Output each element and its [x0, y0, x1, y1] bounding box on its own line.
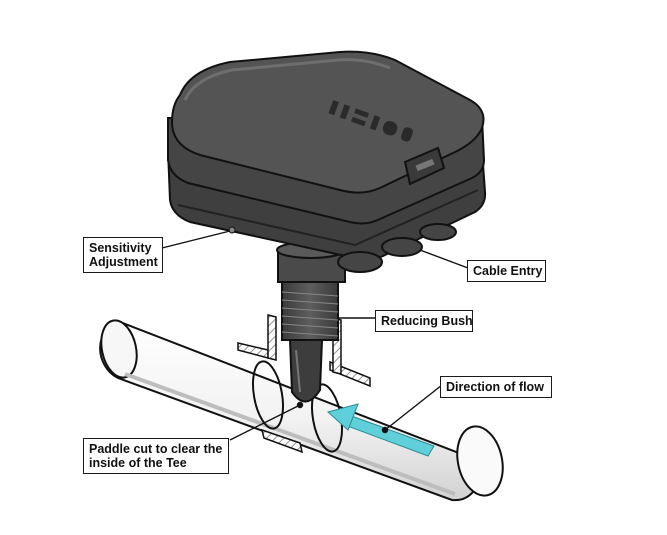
pipe-right-end [456, 425, 504, 497]
logo-icon [328, 100, 413, 142]
pipe-left-end [100, 319, 138, 379]
label-line: inside of the Tee [89, 456, 187, 470]
label-line: Direction of flow [446, 380, 544, 394]
label-cable-entry: Cable Entry [467, 260, 546, 282]
label-line: Adjustment [89, 255, 158, 269]
label-sensitivity-adjustment: Sensitivity Adjustment [83, 237, 163, 273]
arrow-left-icon [326, 403, 435, 457]
label-line: Paddle cut to clear the [89, 442, 223, 456]
cable-gland [381, 237, 423, 257]
cable-gland [337, 251, 383, 273]
sensor-housing [166, 50, 487, 273]
label-direction-of-flow: Direction of flow [440, 376, 552, 398]
sensor-stem [276, 241, 346, 403]
pipe [99, 319, 504, 502]
label-reducing-bush: Reducing Bush [375, 310, 473, 332]
label-line: Reducing Bush [381, 314, 473, 328]
sensitivity-screw [228, 226, 236, 234]
cable-gland [419, 223, 457, 241]
label-line: Cable Entry [473, 264, 543, 278]
leader-lines [161, 230, 469, 441]
label-line: Sensitivity [89, 241, 152, 255]
label-paddle: Paddle cut to clear the inside of the Te… [83, 438, 229, 474]
latch-icon [403, 146, 446, 186]
